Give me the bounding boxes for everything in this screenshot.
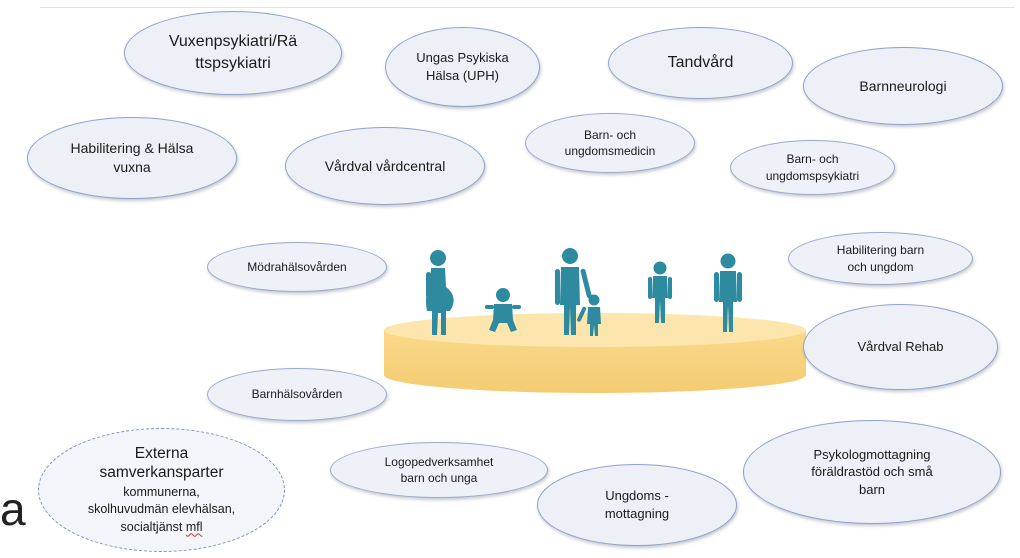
node-vuxenpsykiatri: Vuxenpsykiatri/Rä ttspsykiatri (124, 11, 342, 95)
family-platform-illustration (384, 248, 806, 393)
node-logopedverksamhet: Logopedverksamhet barn och unga (330, 442, 548, 498)
pregnant-woman-figure (426, 250, 454, 335)
node-tandvard: Tandvård (608, 27, 793, 99)
node-barnhalsovarden: Barnhälsovården (207, 368, 387, 421)
external-line3: socialtjänst mfl (120, 520, 203, 535)
baby-figure (485, 288, 521, 332)
node-externa-samverkansparter: Externa samverkansparter kommunerna, sko… (38, 428, 285, 552)
top-divider (40, 7, 1015, 8)
node-modrahalsovarden: Mödrahälsovården (207, 242, 387, 292)
node-habilitering-halsa-vuxna: Habilitering & Hälsa vuxna (27, 117, 237, 199)
adult-figure (714, 253, 742, 332)
node-psykologmottagning: Psykologmottagning föräldrastöd och små … (743, 420, 1001, 524)
node-vardval-rehab: Vårdval Rehab (803, 304, 998, 390)
node-vardval-vardcentral: Vårdval vårdcentral (285, 127, 485, 205)
child-figure (577, 294, 601, 336)
node-ungdomsmottagning: Ungdoms - mottagning (537, 464, 737, 546)
node-barnneurologi: Barnneurologi (803, 47, 1003, 125)
node-ungas-psykiska-halsa: Ungas Psykiska Hälsa (UPH) (385, 27, 540, 107)
node-barn-ungdomsmedicin: Barn- och ungdomsmedicin (525, 113, 695, 173)
man-figure (555, 248, 592, 335)
corner-letter: a (0, 483, 26, 535)
teenager-figure (648, 261, 672, 323)
node-habilitering-barn-ungdom: Habilitering barn och ungdom (788, 232, 973, 285)
node-barn-ungdomspsykiatri: Barn- och ungdomspsykiatri (730, 140, 895, 195)
